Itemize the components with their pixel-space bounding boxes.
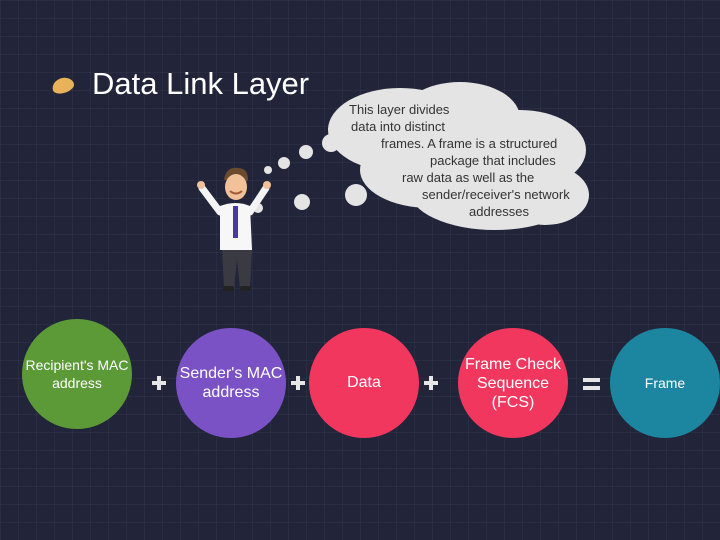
plus-icon xyxy=(152,376,166,390)
sender-mac-circle: Sender's MAC address xyxy=(176,328,286,438)
fcs-circle: Frame Check Sequence (FCS) xyxy=(458,328,568,438)
thought-line: sender/receiver's network xyxy=(422,187,570,202)
recipient-mac-circle: Recipient's MAC address xyxy=(22,319,132,429)
frame-circle: Frame xyxy=(610,328,720,438)
plus-icon xyxy=(424,376,438,390)
thought-dot-2 xyxy=(278,157,290,169)
thought-line: This layer divides xyxy=(349,102,450,117)
data-circle: Data xyxy=(309,328,419,438)
person-illustration xyxy=(197,167,271,291)
plus-icon xyxy=(291,376,305,390)
thought-dot-3 xyxy=(299,145,313,159)
thought-dot-5 xyxy=(345,184,367,206)
slide-title: Data Link Layer xyxy=(92,66,310,101)
thought-line: frames. A frame is a structured xyxy=(381,136,558,151)
thought-line: data into distinct xyxy=(351,119,445,134)
thought-dot-1 xyxy=(264,166,272,174)
thought-line: package that includes xyxy=(430,153,556,168)
equals-icon xyxy=(583,378,600,390)
thought-line: addresses xyxy=(469,204,529,219)
thought-line: raw data as well as the xyxy=(402,170,535,185)
thought-dot-6 xyxy=(294,194,310,210)
